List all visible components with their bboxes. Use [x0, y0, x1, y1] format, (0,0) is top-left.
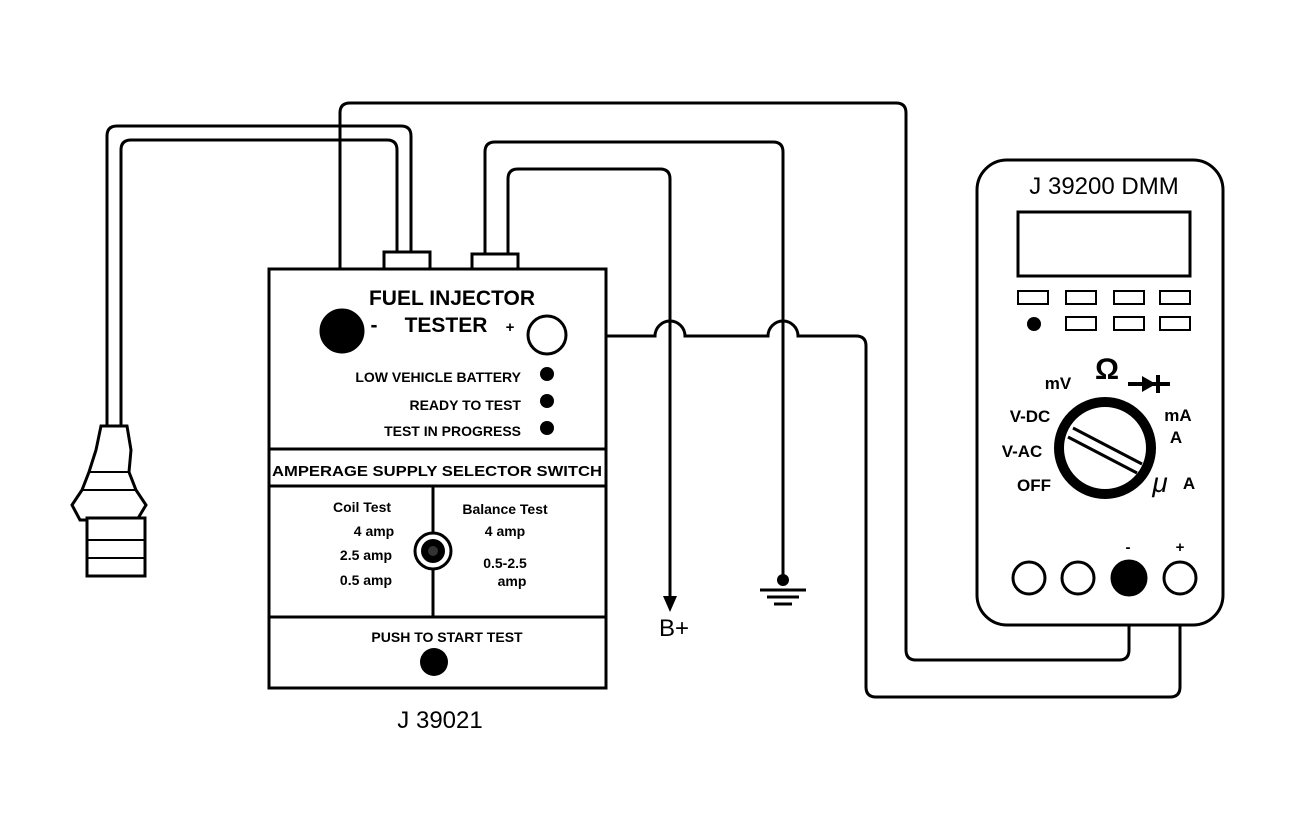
- dmm-rotary-dial[interactable]: [1054, 397, 1156, 499]
- tester-negative-terminal[interactable]: [319, 308, 365, 354]
- battery-label: B+: [659, 615, 689, 642]
- dmm-jack[interactable]: [1060, 560, 1096, 596]
- tester-part-number: J 39021: [397, 707, 482, 734]
- positive-test-lead: [566, 319, 1182, 699]
- fuel-injector-tester: FUEL INJECTOR TESTER - + LOW VEHICLE BAT…: [267, 250, 608, 690]
- dmm-key[interactable]: [1159, 290, 1191, 305]
- selector-heading: AMPERAGE SUPPLY SELECTOR SWITCH: [272, 463, 602, 480]
- indicator-lamp-ready: [540, 394, 554, 408]
- battery-arrow-icon: [663, 596, 677, 612]
- dial-label-micro-a: A: [1183, 474, 1195, 493]
- coil-option-0-5amp: 0.5 amp: [340, 572, 392, 588]
- dmm-jack-minus-sign: -: [1126, 539, 1131, 556]
- coil-option-4amp: 4 amp: [354, 523, 394, 539]
- dial-label-ma: mA: [1164, 406, 1191, 425]
- tester-positive-terminal[interactable]: [526, 314, 568, 356]
- tester-minus-sign: -: [371, 314, 378, 337]
- dmm-negative-jack[interactable]: [1110, 559, 1148, 597]
- dmm-jack[interactable]: [1011, 560, 1047, 596]
- dmm-key[interactable]: [1113, 316, 1145, 331]
- dial-label-micro: μ: [1151, 467, 1167, 498]
- dmm-title: J 39200 DMM: [1029, 173, 1178, 200]
- coil-option-2-5amp: 2.5 amp: [340, 547, 392, 563]
- ground-icon: [760, 574, 806, 606]
- dmm-key[interactable]: [1065, 316, 1097, 331]
- balance-option-unit: amp: [498, 573, 527, 589]
- balance-option-4amp: 4 amp: [485, 523, 525, 539]
- balance-test-label: Balance Test: [462, 501, 548, 517]
- tester-title-line2: TESTER: [405, 314, 488, 337]
- dmm-key[interactable]: [1017, 290, 1049, 305]
- negative-test-lead: [338, 101, 1131, 662]
- push-to-start-label: PUSH TO START TEST: [371, 629, 523, 645]
- dmm-key[interactable]: [1159, 316, 1191, 331]
- dmm-display: [1016, 210, 1192, 278]
- dial-label-off: OFF: [1017, 476, 1051, 495]
- dmm-power-button[interactable]: [1027, 317, 1041, 331]
- dmm-positive-jack[interactable]: [1162, 560, 1198, 596]
- dial-label-mv: mV: [1045, 374, 1072, 393]
- injector-connector: [70, 424, 148, 578]
- indicator-label-low-battery: LOW VEHICLE BATTERY: [355, 369, 521, 385]
- digital-multimeter: J 39200 DMM mV Ω V-DC V-AC OFF mA A μ A …: [975, 158, 1225, 627]
- dmm-key[interactable]: [1065, 290, 1097, 305]
- push-to-start-button[interactable]: [420, 648, 448, 676]
- dial-label-vdc: V-DC: [1010, 407, 1051, 426]
- dial-label-a: A: [1170, 428, 1182, 447]
- tester-harness-port: [382, 250, 432, 272]
- tester-title: FUEL INJECTOR: [369, 287, 535, 310]
- amperage-selector-switch[interactable]: [413, 531, 453, 571]
- indicator-lamp-low-battery: [540, 367, 554, 381]
- battery-ground-cable: [483, 140, 785, 598]
- diode-icon: [1128, 375, 1170, 393]
- balance-option-range: 0.5-2.5: [483, 555, 527, 571]
- dmm-jack-plus-sign: +: [1176, 539, 1185, 556]
- dial-label-vac: V-AC: [1002, 442, 1043, 461]
- indicator-label-in-progress: TEST IN PROGRESS: [384, 423, 521, 439]
- dmm-key[interactable]: [1113, 290, 1145, 305]
- injector-harness-cable: [105, 124, 413, 426]
- dial-label-ohm: Ω: [1095, 353, 1119, 386]
- tester-plus-sign: +: [506, 319, 515, 336]
- coil-test-label: Coil Test: [333, 499, 391, 515]
- indicator-lamp-in-progress: [540, 421, 554, 435]
- indicator-label-ready: READY TO TEST: [409, 397, 521, 413]
